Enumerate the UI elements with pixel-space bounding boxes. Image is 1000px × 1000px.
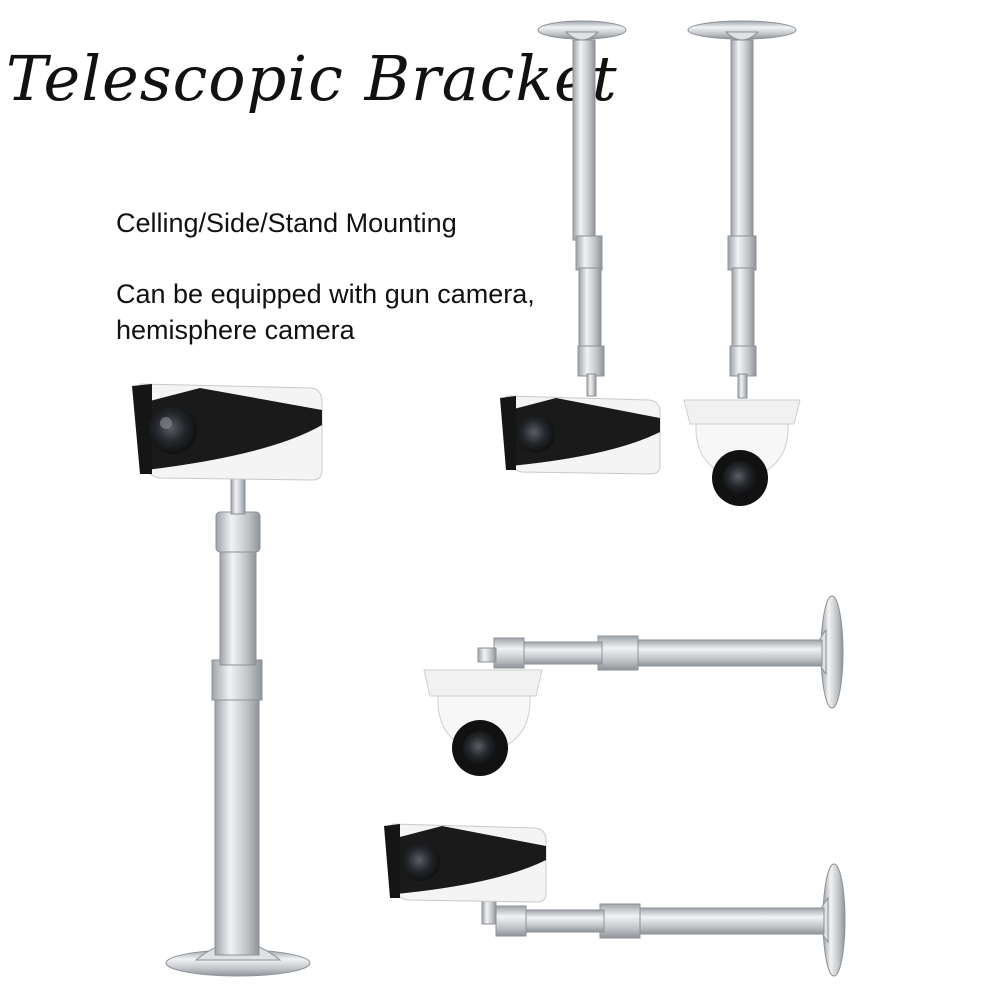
ceiling-mount-bracket-1 xyxy=(537,20,627,397)
side-mount-bracket-1 xyxy=(477,595,844,709)
dome-camera-ceiling xyxy=(683,399,801,506)
page-title: Telescopic Bracket xyxy=(6,42,618,115)
ceiling-mount-bracket-2 xyxy=(687,20,797,399)
side-mount-bracket-2 xyxy=(481,863,846,977)
gun-camera-large xyxy=(132,383,323,481)
feature-mounting-text: Celling/Side/Stand Mounting xyxy=(116,208,457,238)
feature-compatibility-text: Can be equipped with gun camera, hemisph… xyxy=(116,279,535,345)
gun-camera-side xyxy=(384,823,547,903)
dome-camera-side xyxy=(423,669,543,776)
gun-camera-ceiling xyxy=(500,395,661,475)
stand-mount-bracket xyxy=(165,477,311,977)
